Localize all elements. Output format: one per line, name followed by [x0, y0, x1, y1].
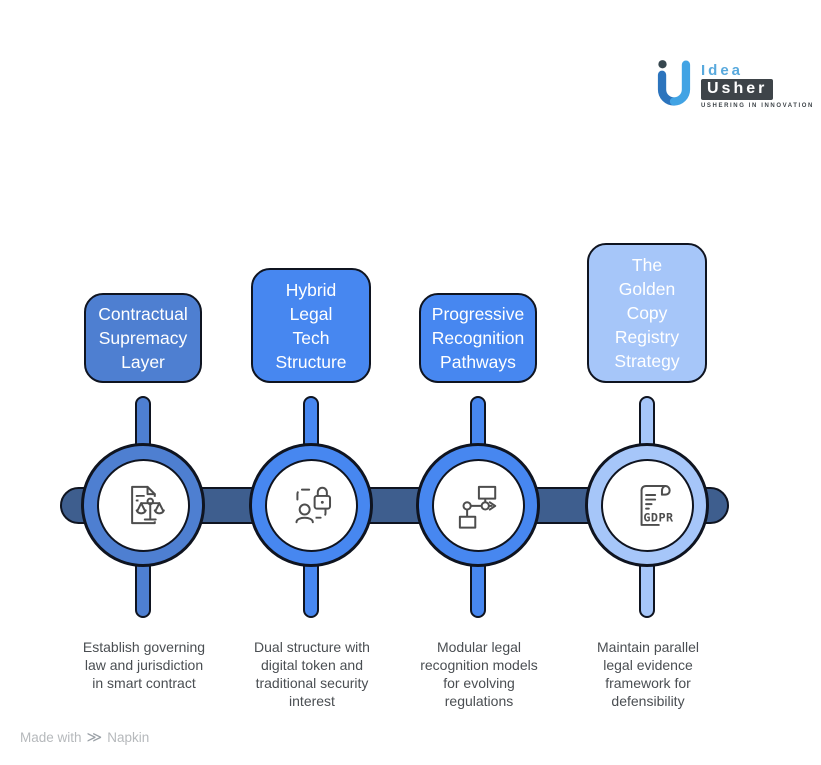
flowchart-icon — [458, 485, 497, 529]
node-description: Maintain parallel legal evidence framewo… — [597, 639, 699, 709]
node-ring: GDPR — [585, 443, 709, 567]
gdpr-label: GDPR — [643, 510, 674, 524]
idea-usher-logo: Idea Usher USHERING IN INNOVATION — [651, 56, 814, 112]
napkin-brand-label: Napkin — [107, 730, 150, 745]
node-description: Modular legal recognition models for evo… — [420, 639, 538, 709]
node-description: Dual structure with digital token and tr… — [254, 639, 370, 709]
logo-text: Idea Usher USHERING IN INNOVATION — [701, 62, 814, 109]
logo-usher-label: Usher — [701, 79, 774, 100]
node-title-box: Progressive Recognition Pathways — [419, 293, 537, 383]
node-ring — [249, 443, 373, 567]
node-title-box: The Golden Copy Registry Strategy — [587, 243, 707, 383]
logo-tagline: USHERING IN INNOVATION — [701, 103, 814, 109]
identity-lock-icon — [292, 485, 334, 524]
napkin-logo-icon: ≫ — [86, 729, 103, 746]
node-ring — [81, 443, 205, 567]
made-with-label: Made with — [20, 730, 82, 745]
gdpr-scroll-icon: GDPR — [640, 484, 674, 526]
node-description: Establish governing law and jurisdiction… — [82, 639, 206, 691]
idea-usher-monogram-icon — [657, 60, 691, 106]
legal-document-scales-icon — [131, 485, 165, 525]
node-title-box: Contractual Supremacy Layer — [84, 293, 202, 383]
made-with-napkin-credit: Made with ≫ Napkin — [20, 730, 149, 745]
logo-idea-label: Idea — [701, 62, 744, 79]
node-title-box: Hybrid Legal Tech Structure — [251, 268, 371, 383]
node-ring — [416, 443, 540, 567]
